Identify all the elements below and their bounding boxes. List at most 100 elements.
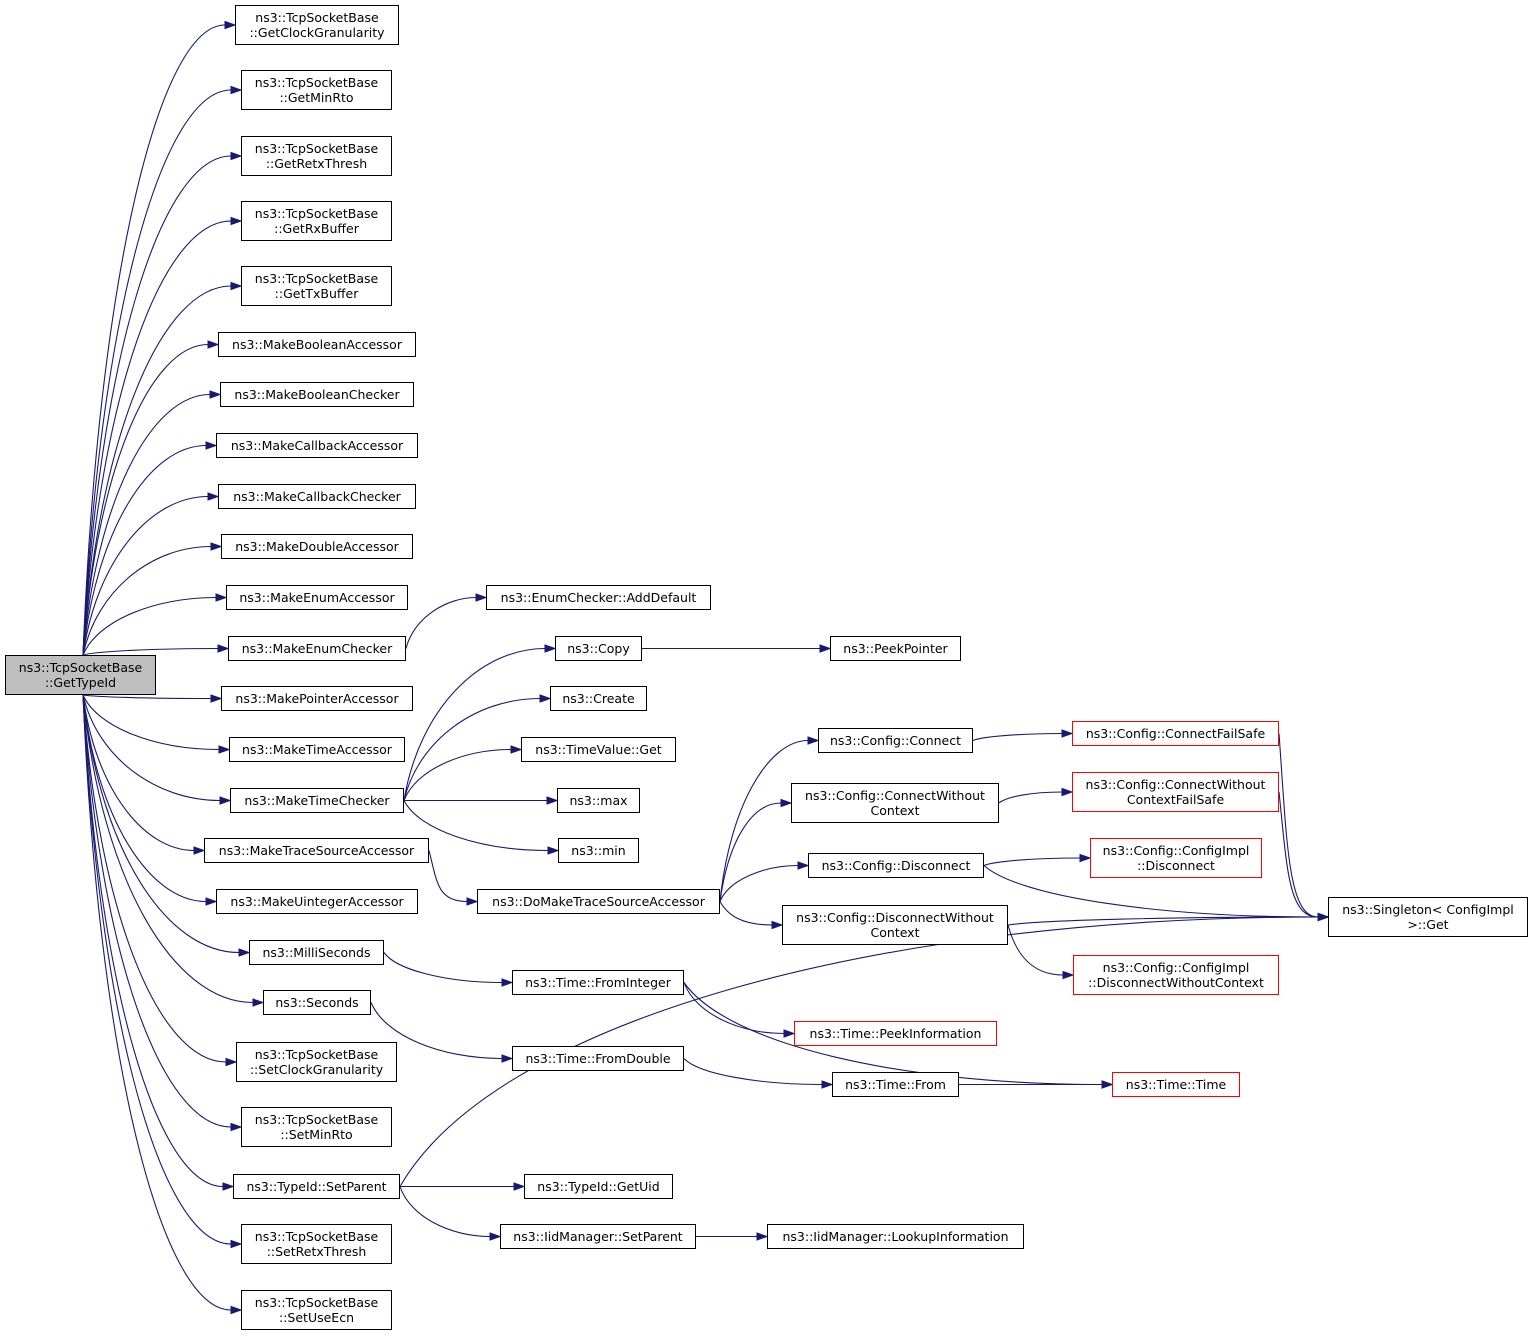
node-tcpsocketbase-getrxbuffer[interactable]: ns3::TcpSocketBase::GetRxBuffer <box>241 201 392 241</box>
node-maketracesourceaccessor[interactable]: ns3::MakeTraceSourceAccessor <box>204 838 429 863</box>
arrowhead <box>207 340 220 349</box>
node-tcpsocketbase-setretxthresh[interactable]: ns3::TcpSocketBase::SetRetxThresh <box>241 1224 392 1264</box>
node-seconds[interactable]: ns3::Seconds <box>263 990 371 1015</box>
node-time-time[interactable]: ns3::Time::Time <box>1112 1072 1240 1097</box>
call-edge <box>82 343 209 656</box>
call-edge <box>82 694 232 1128</box>
call-edge <box>82 694 224 1188</box>
node-time-frominteger[interactable]: ns3::Time::FromInteger <box>512 970 684 995</box>
call-edge <box>82 24 226 656</box>
node-iidmanager-setparent[interactable]: ns3::IidManager::SetParent <box>500 1224 696 1249</box>
call-edge <box>998 791 1063 804</box>
node-config-connectfailsafe[interactable]: ns3::Config::ConnectFailSafe <box>1072 721 1279 746</box>
arrowhead <box>1061 729 1074 738</box>
arrowhead <box>205 441 218 450</box>
arrowhead <box>821 1080 834 1089</box>
arrowhead <box>501 978 514 987</box>
arrowhead <box>230 1239 243 1249</box>
node-copy[interactable]: ns3::Copy <box>555 636 642 661</box>
node-enumchecker-adddefault[interactable]: ns3::EnumChecker::AddDefault <box>486 585 711 610</box>
call-edge <box>82 694 227 1063</box>
arrowhead <box>224 20 237 30</box>
call-edge <box>683 982 785 1035</box>
call-edge <box>972 732 1063 742</box>
call-edge <box>82 647 219 656</box>
node-tcpsocketbase-setminrto[interactable]: ns3::TcpSocketBase::SetMinRto <box>241 1107 392 1147</box>
arrowhead <box>771 920 784 930</box>
call-edge <box>82 596 217 656</box>
node-makebooleanchecker[interactable]: ns3::MakeBooleanChecker <box>220 382 414 407</box>
call-edge <box>403 647 546 801</box>
arrowhead <box>219 796 232 805</box>
node-makeenumaccessor[interactable]: ns3::MakeEnumAccessor <box>226 585 408 610</box>
call-edge <box>383 952 503 984</box>
node-configimpl-disconnect[interactable]: ns3::Config::ConfigImpl::Disconnect <box>1090 838 1262 878</box>
node-timevalue-get[interactable]: ns3::TimeValue::Get <box>521 737 676 762</box>
arrowhead <box>466 897 479 906</box>
call-edge <box>82 694 207 903</box>
node-config-connect[interactable]: ns3::Config::Connect <box>818 728 973 753</box>
node-min[interactable]: ns3::min <box>558 838 639 863</box>
node-tcpsocketbase-gettxbuffer[interactable]: ns3::TcpSocketBase::GetTxBuffer <box>241 266 392 306</box>
node-configimpl-disconnectwithoutcontext[interactable]: ns3::Config::ConfigImpl::DisconnectWitho… <box>1073 955 1279 995</box>
arrowhead <box>238 948 251 957</box>
arrowhead <box>501 1054 514 1063</box>
arrowhead <box>783 1029 796 1038</box>
call-edge <box>403 800 549 852</box>
arrowhead <box>217 644 230 653</box>
node-time-peekinformation[interactable]: ns3::Time::PeekInformation <box>794 1021 997 1046</box>
node-typeid-getuid[interactable]: ns3::TypeId::GetUid <box>524 1174 673 1199</box>
node-maketimechecker[interactable]: ns3::MakeTimeChecker <box>230 788 404 813</box>
node-create[interactable]: ns3::Create <box>550 686 647 711</box>
arrowhead <box>756 1232 769 1241</box>
node-makepointeraccessor[interactable]: ns3::MakePointerAccessor <box>221 686 413 711</box>
node-domaketracesourceaccessor[interactable]: ns3::DoMakeTraceSourceAccessor <box>477 889 720 914</box>
arrowhead <box>230 281 243 291</box>
call-edge <box>82 155 232 656</box>
node-milliseconds[interactable]: ns3::MilliSeconds <box>249 940 384 965</box>
call-edge <box>370 1002 503 1060</box>
node-tcpsocketbase-setuseecn[interactable]: ns3::TcpSocketBase::SetUseEcn <box>241 1290 392 1330</box>
call-edge <box>983 865 1319 918</box>
node-tcpsocketbase-getminrto[interactable]: ns3::TcpSocketBase::GetMinRto <box>241 70 392 110</box>
call-edge <box>428 850 468 903</box>
arrowhead <box>1101 1080 1114 1089</box>
node-makebooleanaccessor[interactable]: ns3::MakeBooleanAccessor <box>218 332 416 357</box>
call-edge <box>683 982 1103 1086</box>
node-typeid-setparent[interactable]: ns3::TypeId::SetParent <box>233 1174 400 1199</box>
call-edge <box>1278 791 1319 918</box>
arrowhead <box>230 1305 243 1315</box>
node-tcpsocketbase-getclockgranularity[interactable]: ns3::TcpSocketBase::GetClockGranularity <box>235 5 399 45</box>
node-tcpsocketbase-setclockgranularity[interactable]: ns3::TcpSocketBase::SetClockGranularity <box>236 1042 397 1082</box>
node-tcpsocketbase-getretxthresh[interactable]: ns3::TcpSocketBase::GetRetxThresh <box>241 136 392 176</box>
node-makeuintegeraccessor[interactable]: ns3::MakeUintegerAccessor <box>216 889 418 914</box>
node-maketimeaccessor[interactable]: ns3::MakeTimeAccessor <box>229 737 405 762</box>
call-edge <box>82 220 232 656</box>
arrowhead <box>1061 787 1074 797</box>
node-makeenumchecker[interactable]: ns3::MakeEnumChecker <box>228 636 406 661</box>
call-edge <box>403 748 512 801</box>
arrowhead <box>207 492 220 501</box>
arrowhead <box>539 694 552 703</box>
arrowhead <box>230 85 243 95</box>
node-makedoubleaccessor[interactable]: ns3::MakeDoubleAccessor <box>221 534 413 559</box>
arrowhead <box>193 846 206 855</box>
call-edge <box>82 694 240 954</box>
node-iidmanager-lookupinformation[interactable]: ns3::IidManager::LookupInformation <box>767 1224 1024 1249</box>
node-config-disconnect[interactable]: ns3::Config::Disconnect <box>808 853 984 878</box>
node-singleton-configimpl-get[interactable]: ns3::Singleton< ConfigImpl>::Get <box>1328 897 1528 937</box>
node-makecallbackaccessor[interactable]: ns3::MakeCallbackAccessor <box>216 433 418 458</box>
call-edge <box>719 901 773 926</box>
node-time-fromdouble[interactable]: ns3::Time::FromDouble <box>512 1046 684 1071</box>
call-edge <box>719 864 799 902</box>
node-makecallbackchecker[interactable]: ns3::MakeCallbackChecker <box>218 484 416 509</box>
node-time-from[interactable]: ns3::Time::From <box>832 1072 959 1097</box>
node-peekpointer[interactable]: ns3::PeekPointer <box>830 636 961 661</box>
call-edge <box>399 1186 491 1238</box>
node-max[interactable]: ns3::max <box>557 788 640 813</box>
